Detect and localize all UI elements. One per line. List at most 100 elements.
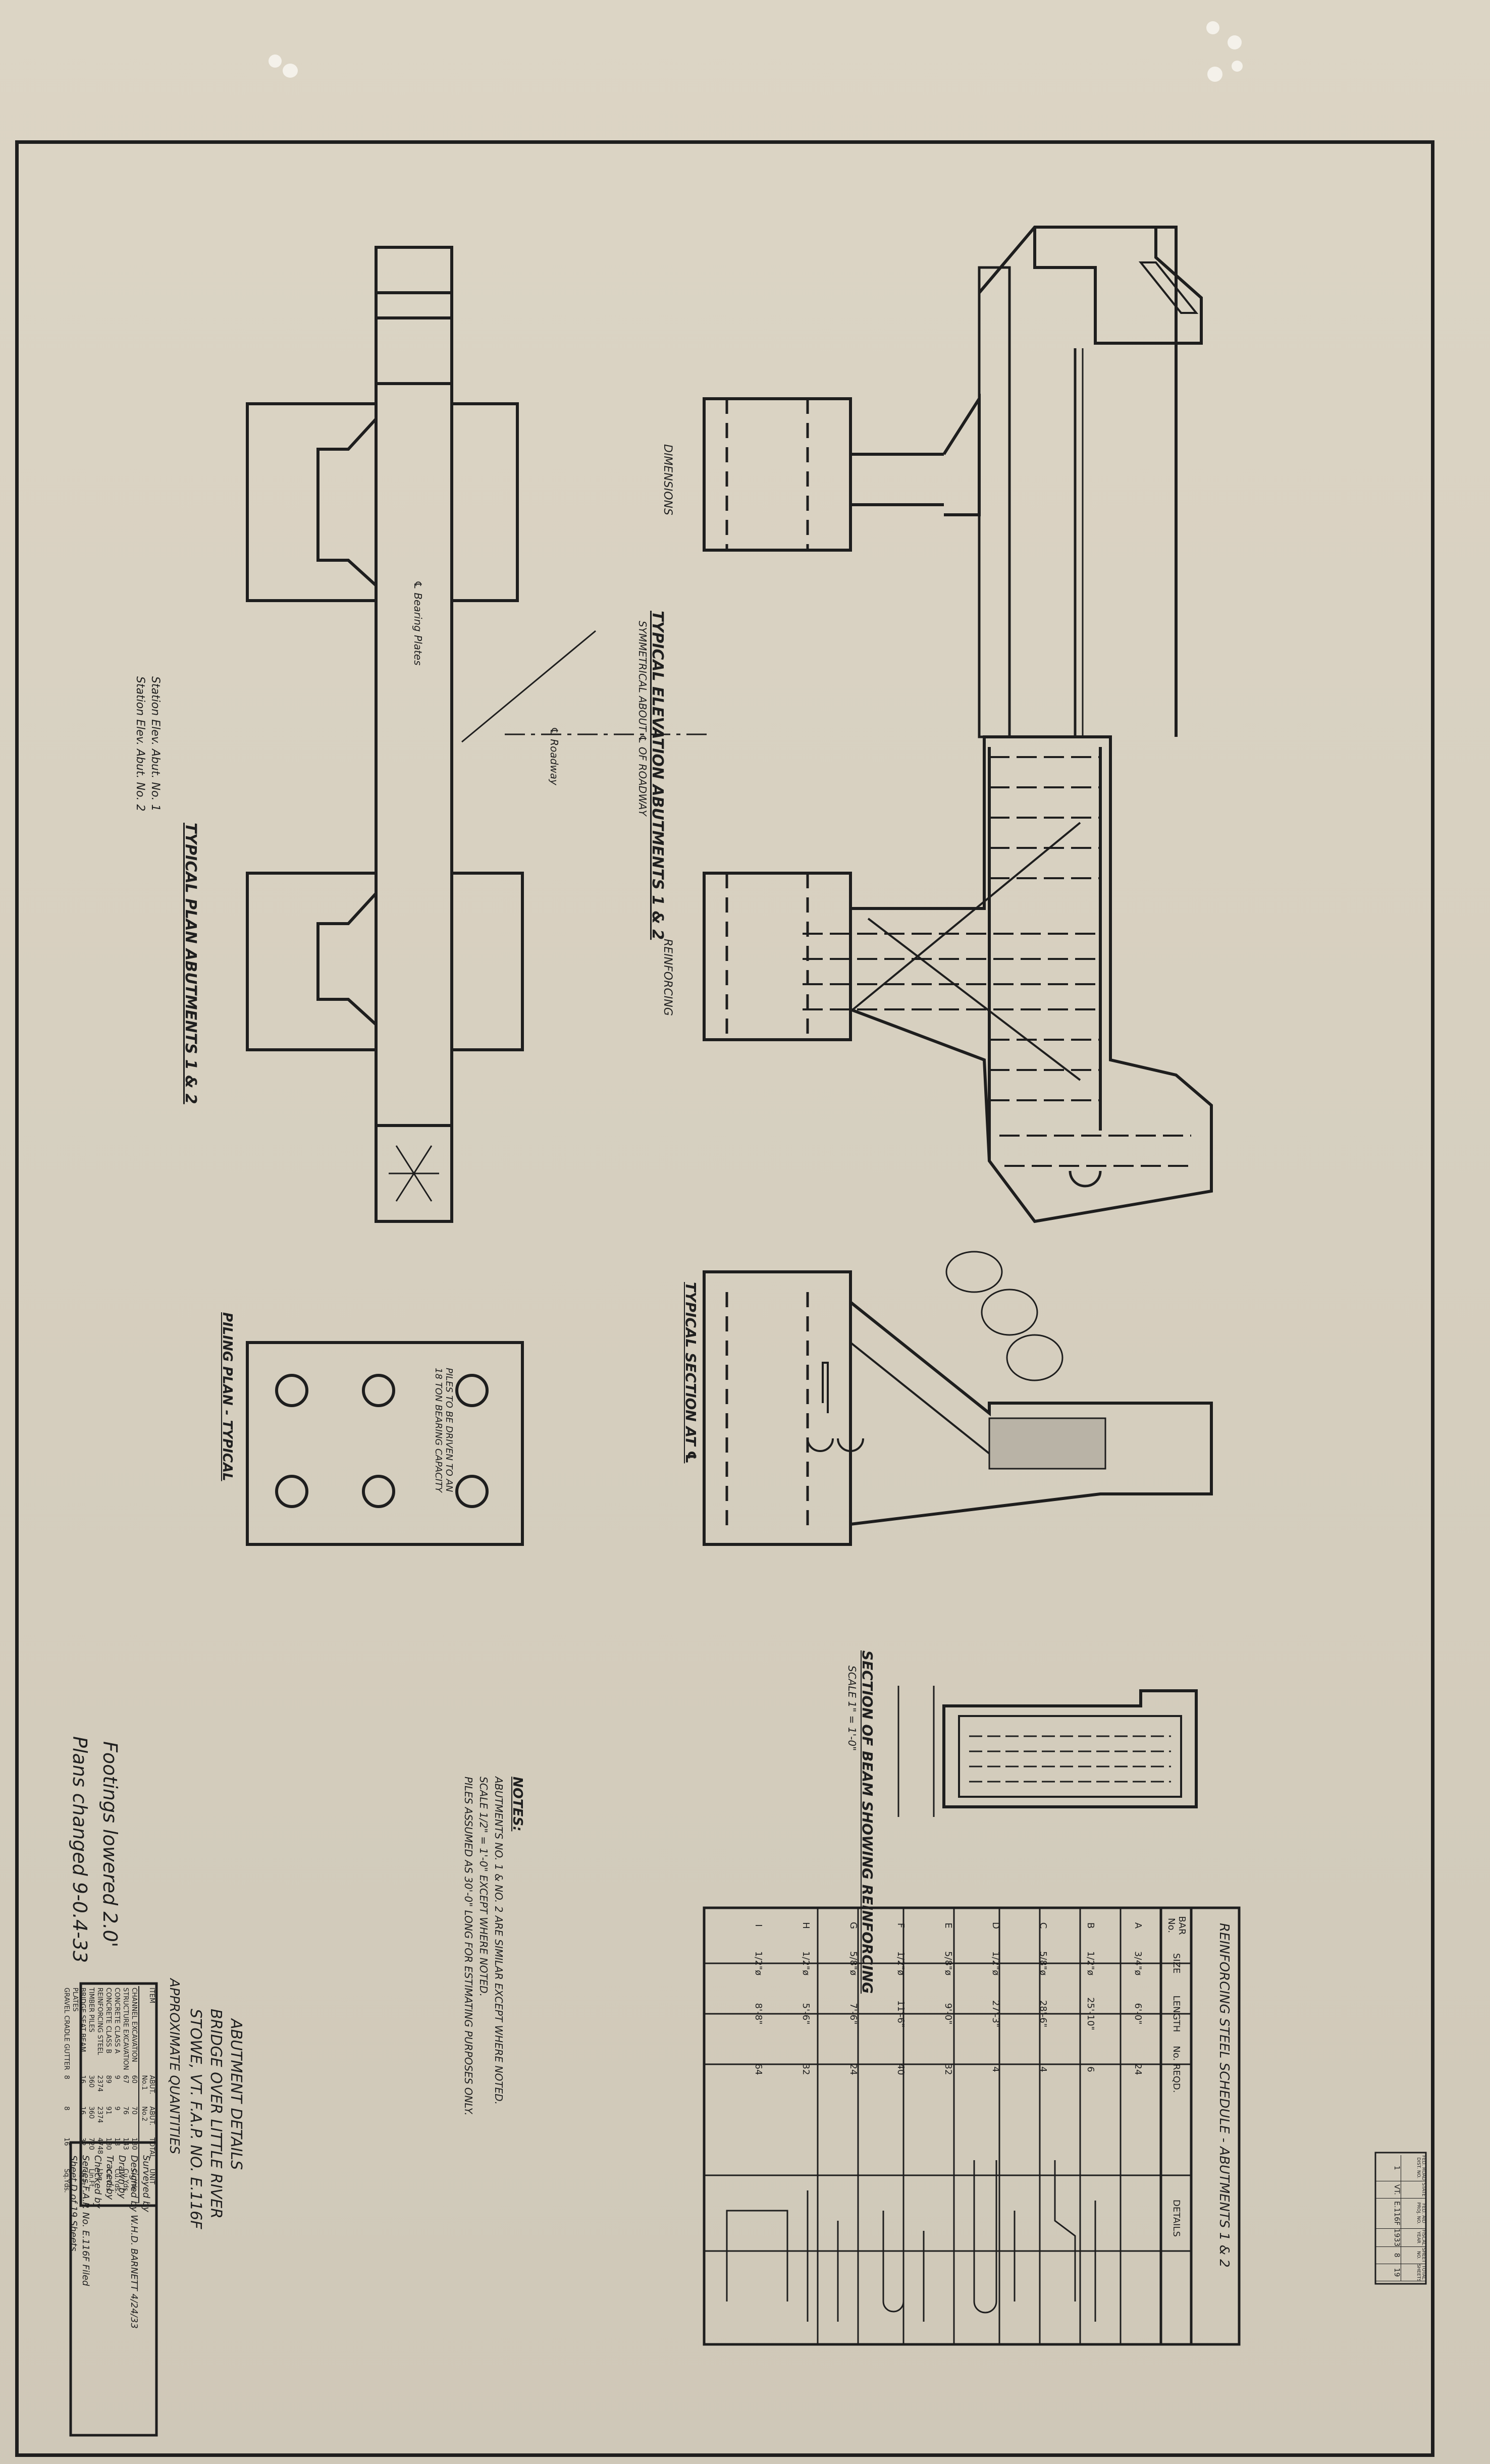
- stamp-cell: 19: [1375, 2264, 1401, 2282]
- schedule-cell: 6'-0": [1133, 2003, 1144, 2025]
- drawing-border: [15, 140, 1434, 2457]
- quantities-cell: CONCRETE CLASS A: [113, 1988, 121, 2054]
- title-block-frame: [69, 2141, 158, 2437]
- quantities-cell: CONCRETE CLASS B: [104, 1988, 112, 2054]
- schedule-cell: 5/8"ø: [1038, 1951, 1049, 1976]
- schedule-cell: 9'-0": [943, 2003, 954, 2025]
- schedule-cell: 1/2"ø: [1085, 1951, 1096, 1976]
- schedule-cell: 4: [990, 2066, 1001, 2072]
- quantities-cell: 16: [79, 2075, 86, 2083]
- schedule-column-header: LENGTH: [1171, 1995, 1182, 2032]
- quantities-cell: TIMBER PILES: [87, 1988, 95, 2032]
- quantities-cell: 360: [87, 2106, 95, 2119]
- quantities-cell: 9: [113, 2106, 121, 2111]
- punch-hole: [1232, 61, 1243, 72]
- stamp-cell: VT.: [1375, 2181, 1401, 2199]
- schedule-cell: 27'-3": [990, 2000, 1001, 2028]
- quantities-cell: 16: [63, 2137, 70, 2146]
- schedule-cell: 1/2"ø: [801, 1951, 812, 1976]
- punch-hole: [283, 64, 298, 78]
- quantities-cell: 130: [130, 2137, 138, 2150]
- title-line-2: BRIDGE OVER LITTLE RIVER: [207, 2009, 225, 2219]
- punch-hole: [1207, 67, 1222, 82]
- plan-title: TYPICAL PLAN ABUTMENTS 1 & 2: [182, 823, 199, 1104]
- quantities-table-frame: [79, 1982, 158, 2207]
- reinforcing-label: REINFORCING: [661, 939, 674, 1016]
- schedule-cell: 3/4"ø: [1133, 1951, 1144, 1976]
- quantities-cell: 8: [63, 2075, 70, 2079]
- schedule-cell: 8'-8": [753, 2003, 764, 2025]
- schedule-cell: 24: [848, 2063, 859, 2075]
- plan-station-note-2: Station Elev. Abut. No. 2: [134, 676, 146, 812]
- quantities-cell: 91: [104, 2106, 112, 2115]
- schedule-cell: 1/2"ø: [895, 1951, 907, 1976]
- quantities-cell: 76: [122, 2106, 129, 2115]
- schedule-cell: I: [753, 1924, 764, 1927]
- project-stamp-frame: [1374, 2152, 1427, 2285]
- notes-line-3: PILES ASSUMED AS 30'-0" LONG FOR ESTIMAT…: [462, 1777, 474, 2116]
- schedule-column-header: BAR No.: [1166, 1916, 1187, 1935]
- title-line-3: STOWE, VT. F.A.P. NO. E.116F: [187, 2009, 204, 2229]
- quantities-cell: 4748: [96, 2137, 103, 2155]
- schedule-cell: 32: [943, 2063, 954, 2075]
- quantities-cell: 360: [87, 2075, 95, 2088]
- punch-hole: [1206, 21, 1219, 34]
- stamp-cell: 8: [1375, 2246, 1401, 2264]
- schedule-table-frame: [703, 1906, 1241, 2346]
- schedule-cell: 6: [1085, 2066, 1096, 2072]
- schedule-cell: 64: [753, 2063, 764, 2075]
- handwritten-note-2: Plans changed 9-0.4-33: [69, 1736, 91, 1963]
- schedule-cell: 11'-6": [895, 2000, 907, 2028]
- schedule-row: B 1/2"ø 25'-10" 6: [1067, 1910, 1114, 2344]
- piling-note: PILES TO BE DRIVEN TO AN 18 TON BEARING …: [433, 1368, 454, 1492]
- quantities-column-header: TOTAL: [148, 2137, 155, 2159]
- quantities-cell: 2374: [96, 2106, 103, 2123]
- quantities-column-header: UNIT: [148, 2168, 155, 2184]
- schedule-cell: G: [848, 1922, 859, 1929]
- schedule-column-header: SIZE: [1171, 1953, 1182, 1974]
- schedule-cell: H: [801, 1922, 812, 1929]
- stamp-cell: SHEET NO.: [1401, 2246, 1426, 2264]
- typical-section-view: [703, 1251, 1213, 1546]
- quantities-cell: 720: [87, 2137, 95, 2150]
- elevation-subtitle: SYMMETRICAL ABOUT ℄ OF ROADWAY: [636, 621, 649, 816]
- schedule-cell: D: [990, 1922, 1001, 1929]
- stamp-cell: 1933: [1375, 2228, 1401, 2247]
- quantities-cell: 67: [122, 2075, 129, 2083]
- stamp-cell: TOTAL SHEETS: [1401, 2264, 1426, 2282]
- schedule-cell: F: [895, 1922, 907, 1929]
- quantities-cell: GRAVEL CRADLE GUTTER: [63, 1988, 70, 2070]
- notes-line-2: SCALE 1/2" = 1'-0" EXCEPT WHERE NOTED.: [477, 1777, 490, 1997]
- stamp-cell: 1: [1375, 2155, 1401, 2181]
- quantities-cell: 16: [79, 2106, 86, 2115]
- schedule-cell: 32: [801, 2063, 812, 2075]
- dimensions-label: DIMENSIONS: [661, 444, 674, 515]
- schedule-cell: 25'-10": [1085, 1997, 1096, 2030]
- quantities-cell: Cu.Yds.: [104, 2168, 112, 2193]
- stamp-cell: FED. AID PROJ. NO.: [1401, 2198, 1426, 2229]
- plan-station-note-1: Station Elev. Abut. No. 1: [149, 676, 162, 812]
- quantities-cell: 2374: [96, 2075, 103, 2092]
- quantities-cell: 180: [104, 2137, 112, 2150]
- schedule-cell: 1/2"ø: [990, 1951, 1001, 1976]
- punch-hole: [1228, 35, 1242, 49]
- piling-plan-view: [246, 1341, 524, 1546]
- schedule-cell: B: [1085, 1922, 1096, 1929]
- schedule-row: H 1/2"ø 5'-6" 32: [782, 1910, 830, 2344]
- quantities-cell: 18: [113, 2137, 121, 2146]
- section-title: TYPICAL SECTION AT ℄: [682, 1282, 699, 1464]
- schedule-cell: 5'-6": [801, 2003, 812, 2025]
